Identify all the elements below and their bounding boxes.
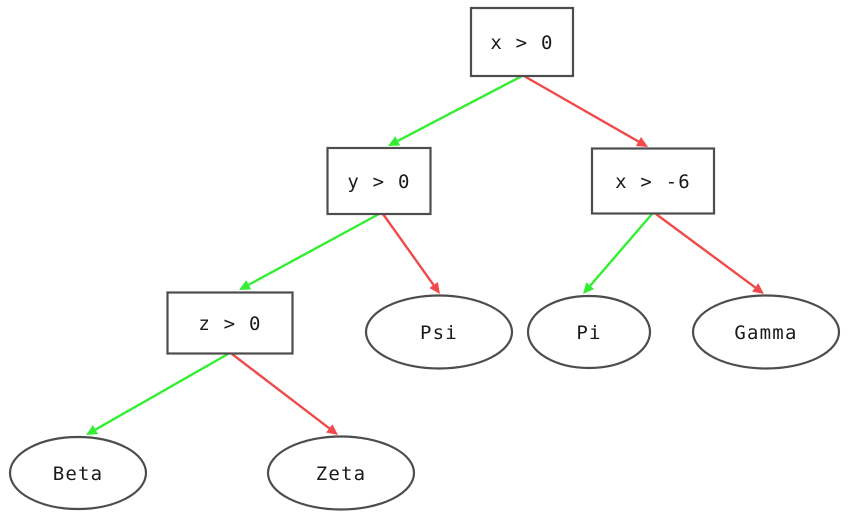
- node-psi[interactable]: Psi: [364, 294, 514, 370]
- edge-line: [523, 74, 640, 143]
- edge-root-to-ygt0: [388, 74, 523, 146]
- edge-ygt0-to-psi: [382, 213, 440, 294]
- node-gamma[interactable]: Gamma: [691, 294, 841, 370]
- edge-arrowhead: [429, 282, 440, 294]
- edge-arrowhead: [583, 282, 595, 294]
- node-beta[interactable]: Beta: [8, 435, 148, 511]
- node-shape-ellipse: [691, 294, 841, 370]
- node-label: z > 0: [198, 313, 261, 335]
- node-shape-ellipse: [526, 294, 652, 370]
- edge-line: [248, 212, 380, 286]
- node-label: x > 0: [490, 32, 553, 54]
- edge-arrowhead: [752, 283, 764, 294]
- edge-xgtm6-to-pi: [583, 213, 653, 294]
- node-zeta[interactable]: Zeta: [266, 435, 416, 511]
- edge-arrowhead: [388, 136, 401, 146]
- node-root[interactable]: x > 0: [469, 6, 575, 78]
- edge-line: [589, 213, 653, 287]
- node-shape-rectangle: [469, 6, 575, 78]
- node-shape-ellipse: [266, 435, 416, 511]
- edge-arrowhead: [239, 280, 252, 290]
- node-ygt0[interactable]: y > 0: [326, 146, 432, 216]
- node-pi[interactable]: Pi: [526, 294, 652, 370]
- node-label: Pi: [576, 322, 601, 344]
- node-label: Gamma: [734, 322, 797, 344]
- node-label: Zeta: [316, 463, 367, 485]
- node-label: y > 0: [347, 171, 410, 193]
- node-shape-rectangle: [166, 291, 294, 355]
- edge-arrowhead: [326, 424, 338, 435]
- edge-line: [231, 353, 330, 430]
- node-shape-rectangle: [326, 146, 432, 216]
- edge-line: [382, 213, 435, 286]
- node-shape-ellipse: [8, 435, 148, 511]
- node-shape-rectangle: [590, 147, 716, 215]
- node-label: Beta: [53, 463, 104, 485]
- edge-zgt0-to-zeta: [231, 353, 338, 435]
- edge-ygt0-to-zgt0: [239, 212, 380, 290]
- node-label: Psi: [420, 322, 458, 344]
- node-shape-ellipse: [364, 294, 514, 370]
- edge-arrowhead: [635, 137, 648, 147]
- node-xgtm6[interactable]: x > -6: [590, 147, 716, 215]
- edge-xgtm6-to-gamma: [655, 213, 764, 294]
- edge-line: [655, 213, 756, 289]
- edge-layer: [86, 74, 764, 435]
- edge-line: [397, 74, 523, 142]
- edge-arrowhead: [86, 425, 99, 435]
- node-label: x > -6: [615, 171, 691, 193]
- edge-root-to-xgtm6: [523, 74, 648, 147]
- node-zgt0[interactable]: z > 0: [166, 291, 294, 355]
- edge-line: [94, 352, 229, 431]
- edge-zgt0-to-beta: [86, 352, 229, 435]
